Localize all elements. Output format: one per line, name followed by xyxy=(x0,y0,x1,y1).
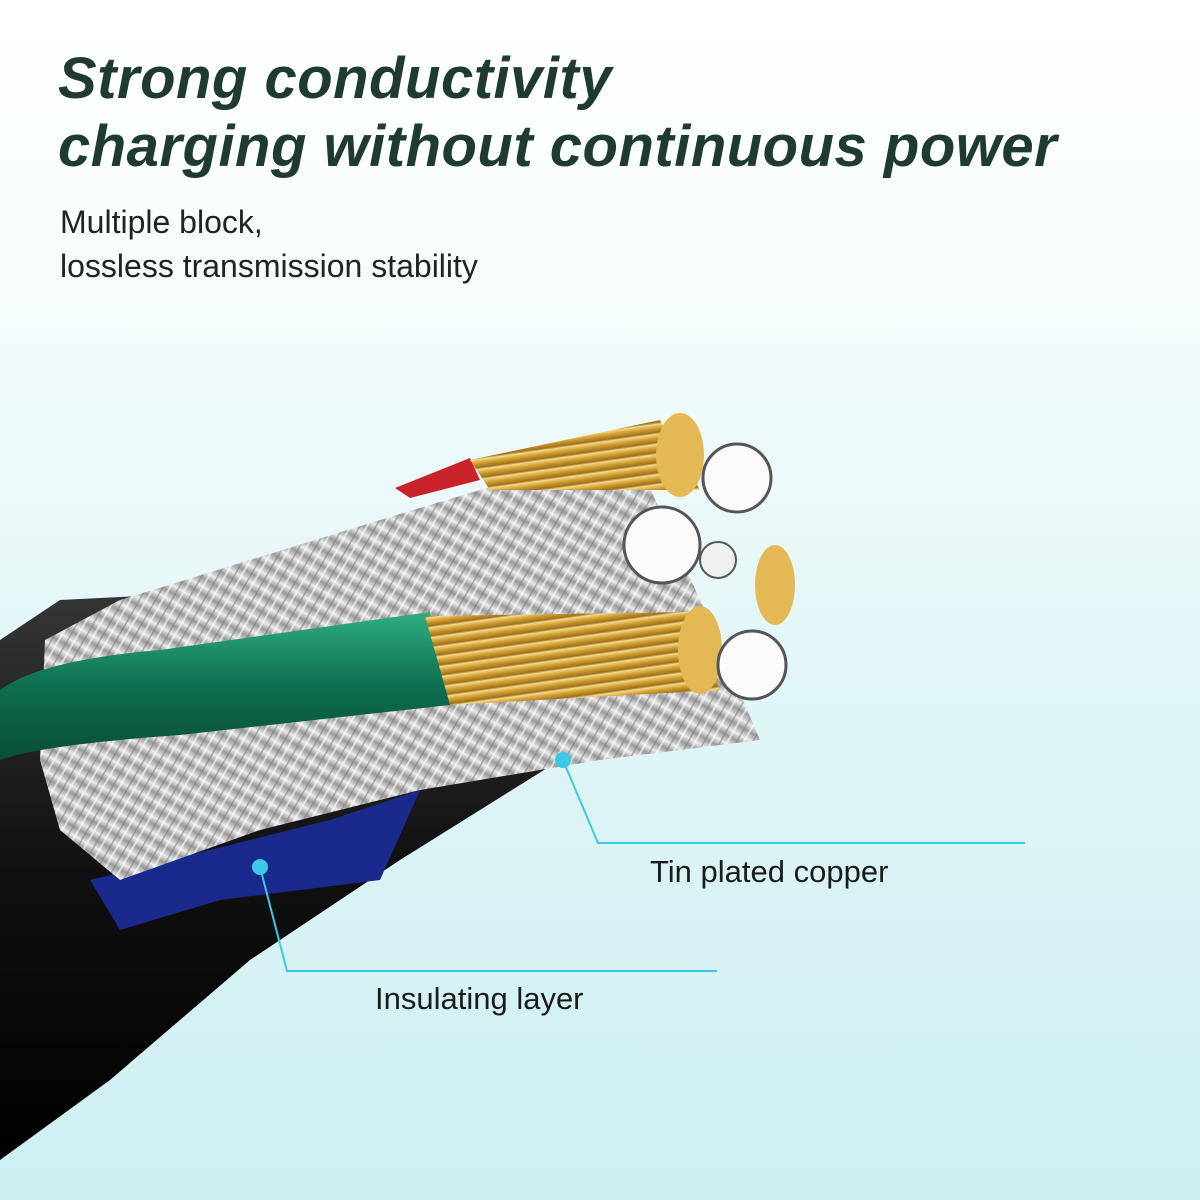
blue-insulating-core xyxy=(90,790,420,930)
headline-line-2: charging without continuous power xyxy=(58,114,1058,179)
insulating-layer-label: Insulating layer xyxy=(375,981,584,1016)
right-copper-end xyxy=(755,545,795,625)
tin-plated-copper-label: Tin plated copper xyxy=(650,854,889,889)
top-copper-bundle-end xyxy=(656,413,704,497)
tin-strand-end-3 xyxy=(716,629,788,701)
headline-line-1: Strong conductivity xyxy=(58,46,613,111)
green-wire-copper xyxy=(425,612,720,705)
green-wire xyxy=(0,612,450,760)
top-copper-bundle xyxy=(470,420,700,490)
green-wire-copper-end xyxy=(678,606,722,694)
center-tin-strand xyxy=(699,541,737,579)
insulating-callout-line xyxy=(259,866,717,972)
red-core xyxy=(395,458,480,498)
tin-callout-line xyxy=(562,759,1025,844)
tin-strand-end-1 xyxy=(622,505,702,585)
tin-strand-end-2 xyxy=(701,442,773,514)
subtitle-line-1: Multiple block, xyxy=(60,204,263,240)
subtitle-line-2: lossless transmission stability xyxy=(60,248,478,284)
